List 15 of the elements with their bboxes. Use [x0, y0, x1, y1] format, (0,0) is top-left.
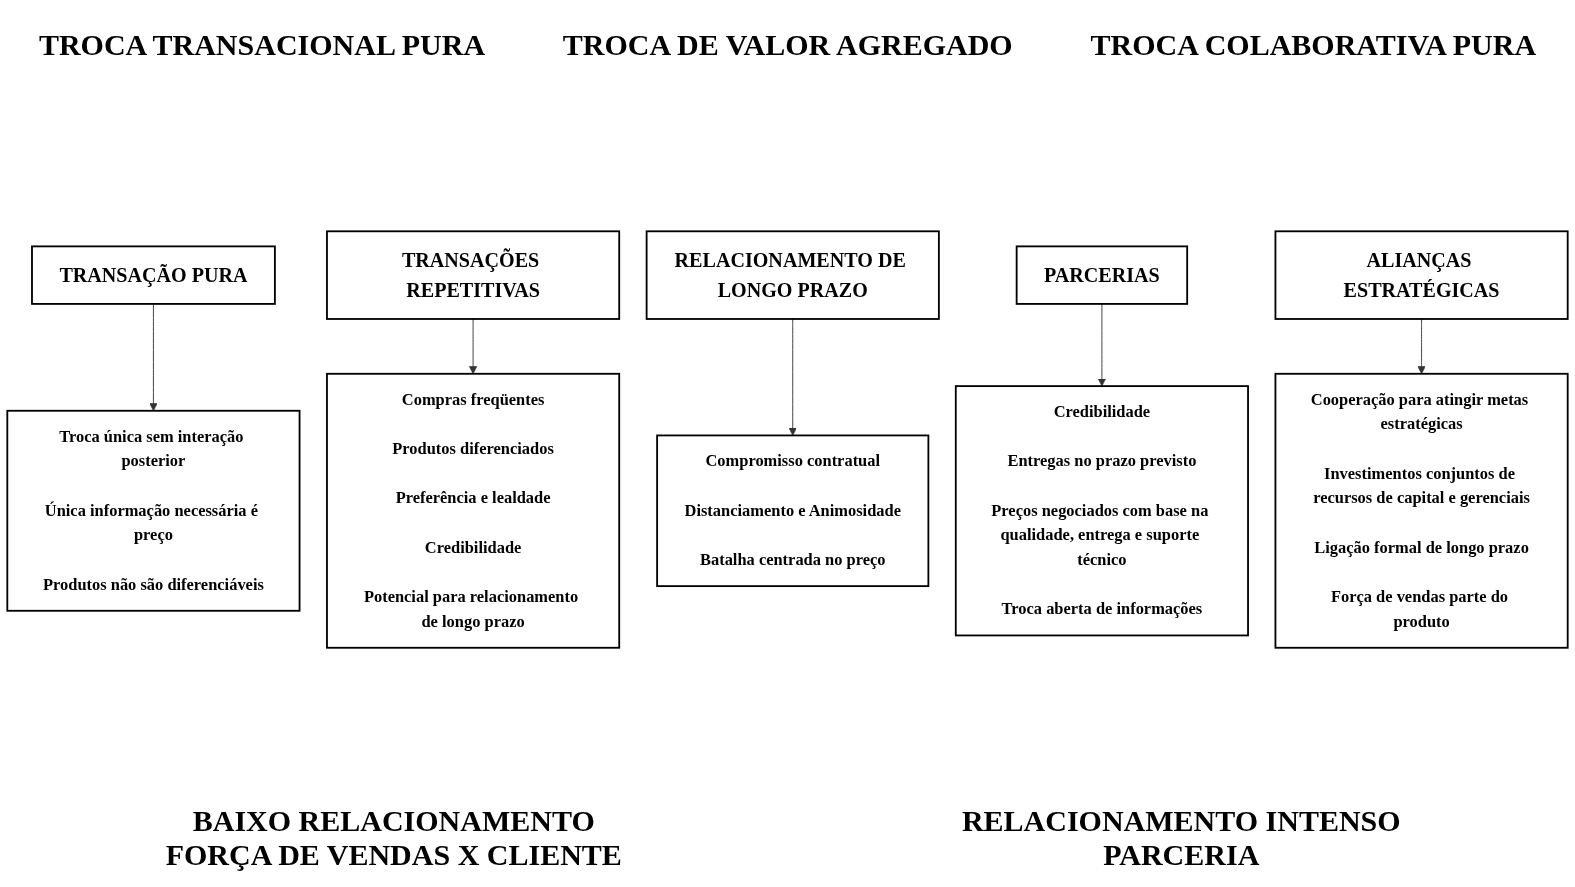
node-box: Troca única sem interação posterior Única informação necessária é preço Produtos não são diferenciáveis — [6, 410, 301, 613]
spectrum-label: TROCA COLABORATIVA PURA — [1090, 28, 1537, 62]
spectrum-label: RELACIONAMENTO INTENSO PARCERIA — [960, 803, 1402, 872]
node-box: Compromisso contratual Distanciamento e Animosidade Batalha centrada no preço — [656, 434, 930, 588]
spectrum-label: TROCA TRANSACIONAL PURA — [38, 28, 486, 62]
node-box: ALIANÇAS ESTRATÉGICAS — [1274, 230, 1569, 321]
spectrum-label: BAIXO RELACIONAMENTO FORÇA DE VENDAS X CLIENTE — [164, 803, 623, 872]
spectrum-label: TROCA DE VALOR AGREGADO — [562, 28, 1013, 62]
node-box: Credibilidade Entregas no prazo previsto Preços negociados com base na qualidade, entrega e suporte técnico Troca aberta de informações — [954, 385, 1249, 637]
node-box: TRANSAÇÃO PURA — [31, 245, 276, 306]
node-box: Cooperação para atingir metas estratégicas Investimentos conjuntos de recursos de capital e gerenciais Ligação formal de longo prazo Força de vendas parte do produto — [1274, 373, 1569, 650]
node-box: RELACIONAMENTO DE LONGO PRAZO — [645, 230, 940, 321]
node-box: Compras freqüentes Produtos diferenciados Preferência e lealdade Credibilidade Potencial para relacionamento de longo prazo — [326, 373, 621, 650]
node-box: PARCERIAS — [1015, 245, 1189, 306]
node-box: TRANSAÇÕES REPETITIVAS — [326, 230, 621, 321]
